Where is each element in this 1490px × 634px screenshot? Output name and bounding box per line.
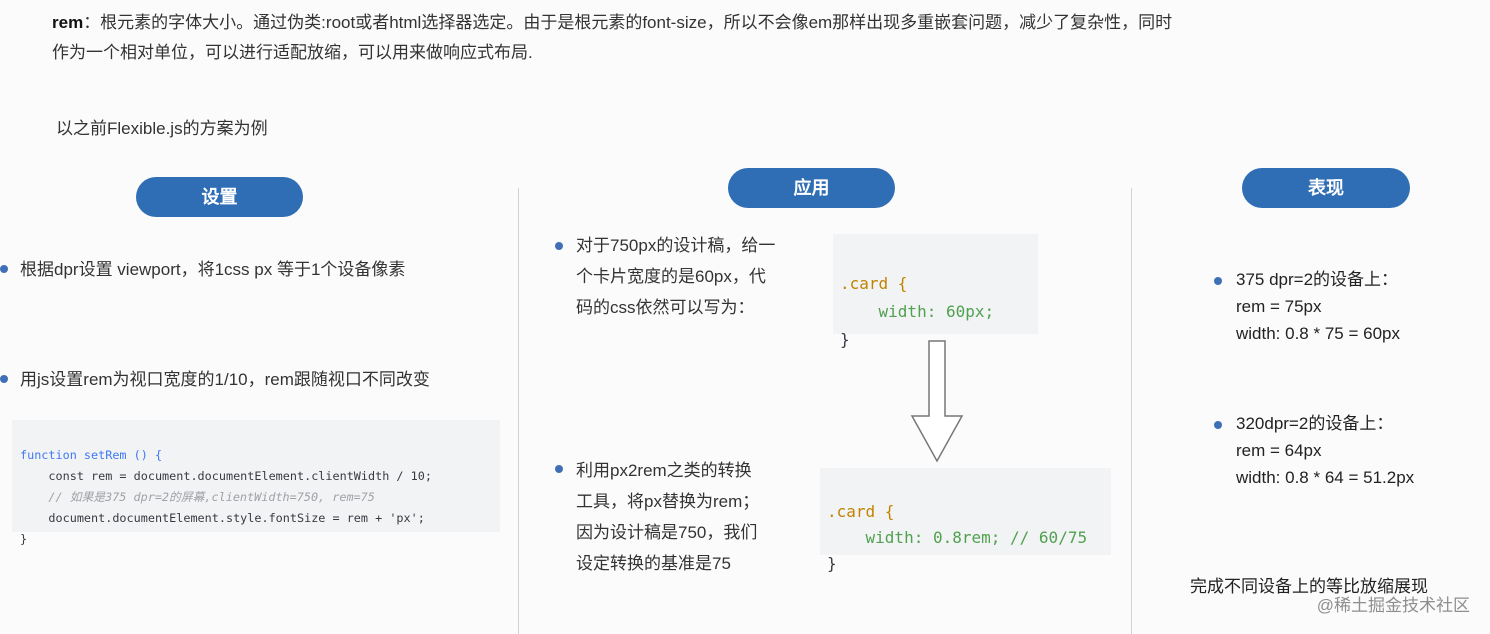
- device-320-line: rem = 64px: [1236, 441, 1322, 460]
- example-heading: 以之前Flexible.js的方案为例: [56, 119, 268, 138]
- device-320-line: width: 0.8 * 64 = 51.2px: [1236, 468, 1415, 487]
- apply-bullet-1-line: 码的css依然可以写为：: [576, 298, 755, 317]
- apply-bullet-1: 对于750px的设计稿，给一 个卡片宽度的是60px，代 码的css依然可以写为…: [576, 230, 775, 323]
- device-375-line: 375 dpr=2的设备上：: [1236, 270, 1399, 289]
- bullet-dot: [1214, 421, 1222, 429]
- bullet-dot: [1214, 277, 1222, 285]
- device-320-line: 320dpr=2的设备上：: [1236, 414, 1394, 433]
- conclusion-text: 完成不同设备上的等比放缩展现: [1190, 577, 1428, 596]
- column-divider-right: [1131, 188, 1132, 634]
- code-line: width: 60px;: [840, 302, 995, 321]
- setrem-code-block: function setRem () { const rem = documen…: [12, 420, 500, 546]
- setup-pill: 设置: [136, 177, 303, 217]
- code-line: width: 0.8rem; // 60/75: [827, 528, 1088, 547]
- watermark-text: @稀土掘金技术社区: [1316, 596, 1470, 615]
- bullet-dot: [555, 465, 563, 473]
- bullet-dot: [0, 265, 8, 273]
- apply-bullet-2-line: 因为设计稿是750，我们: [576, 523, 758, 542]
- apply-bullet-1-line: 对于750px的设计稿，给一: [576, 236, 776, 255]
- intro-paragraph: rem：根元素的字体大小。通过伪类:root或者html选择器选定。由于是根元素…: [52, 8, 1182, 68]
- column-divider-left: [518, 188, 519, 634]
- code-line: }: [840, 330, 850, 349]
- card-rem-code-block: .card { width: 0.8rem; // 60/75 }: [820, 468, 1111, 573]
- intro-term: rem: [52, 13, 84, 32]
- apply-bullet-2-line: 利用px2rem之类的转换: [576, 461, 752, 480]
- device-375-line: rem = 75px: [1236, 297, 1322, 316]
- device-375-block: 375 dpr=2的设备上： rem = 75px width: 0.8 * 7…: [1236, 266, 1400, 347]
- intro-text: ：根元素的字体大小。通过伪类:root或者html选择器选定。由于是根元素的fo…: [52, 13, 1173, 62]
- bullet-dot: [555, 242, 563, 250]
- device-320-block: 320dpr=2的设备上： rem = 64px width: 0.8 * 64…: [1236, 410, 1414, 491]
- apply-bullet-2: 利用px2rem之类的转换 工具，将px替换为rem； 因为设计稿是750，我们…: [576, 455, 759, 579]
- setup-bullet-1: 根据dpr设置 viewport，将1css px 等于1个设备像素: [20, 260, 406, 279]
- down-arrow-icon: [910, 340, 964, 463]
- code-line: document.documentElement.style.fontSize …: [20, 511, 425, 525]
- device-375-line: width: 0.8 * 75 = 60px: [1236, 324, 1400, 343]
- code-line: .card {: [840, 274, 908, 293]
- apply-pill: 应用: [728, 168, 895, 208]
- code-line: // 如果是375 dpr=2的屏幕,clientWidth=750, rem=…: [20, 490, 375, 504]
- code-line: .card {: [827, 502, 895, 521]
- apply-bullet-2-line: 工具，将px替换为rem；: [576, 492, 760, 511]
- apply-bullet-1-line: 个卡片宽度的是60px，代: [576, 267, 766, 286]
- show-pill: 表现: [1242, 168, 1410, 208]
- card-px-code-block: .card { width: 60px; }: [833, 234, 1038, 349]
- apply-bullet-2-line: 设定转换的基准是75: [576, 554, 731, 573]
- setup-bullet-2: 用js设置rem为视口宽度的1/10，rem跟随视口不同改变: [20, 370, 430, 389]
- code-line: }: [827, 554, 837, 573]
- code-line: function setRem () {: [20, 448, 163, 462]
- code-line: }: [20, 532, 28, 546]
- code-line: const rem = document.documentElement.cli…: [20, 469, 432, 483]
- bullet-dot: [0, 375, 8, 383]
